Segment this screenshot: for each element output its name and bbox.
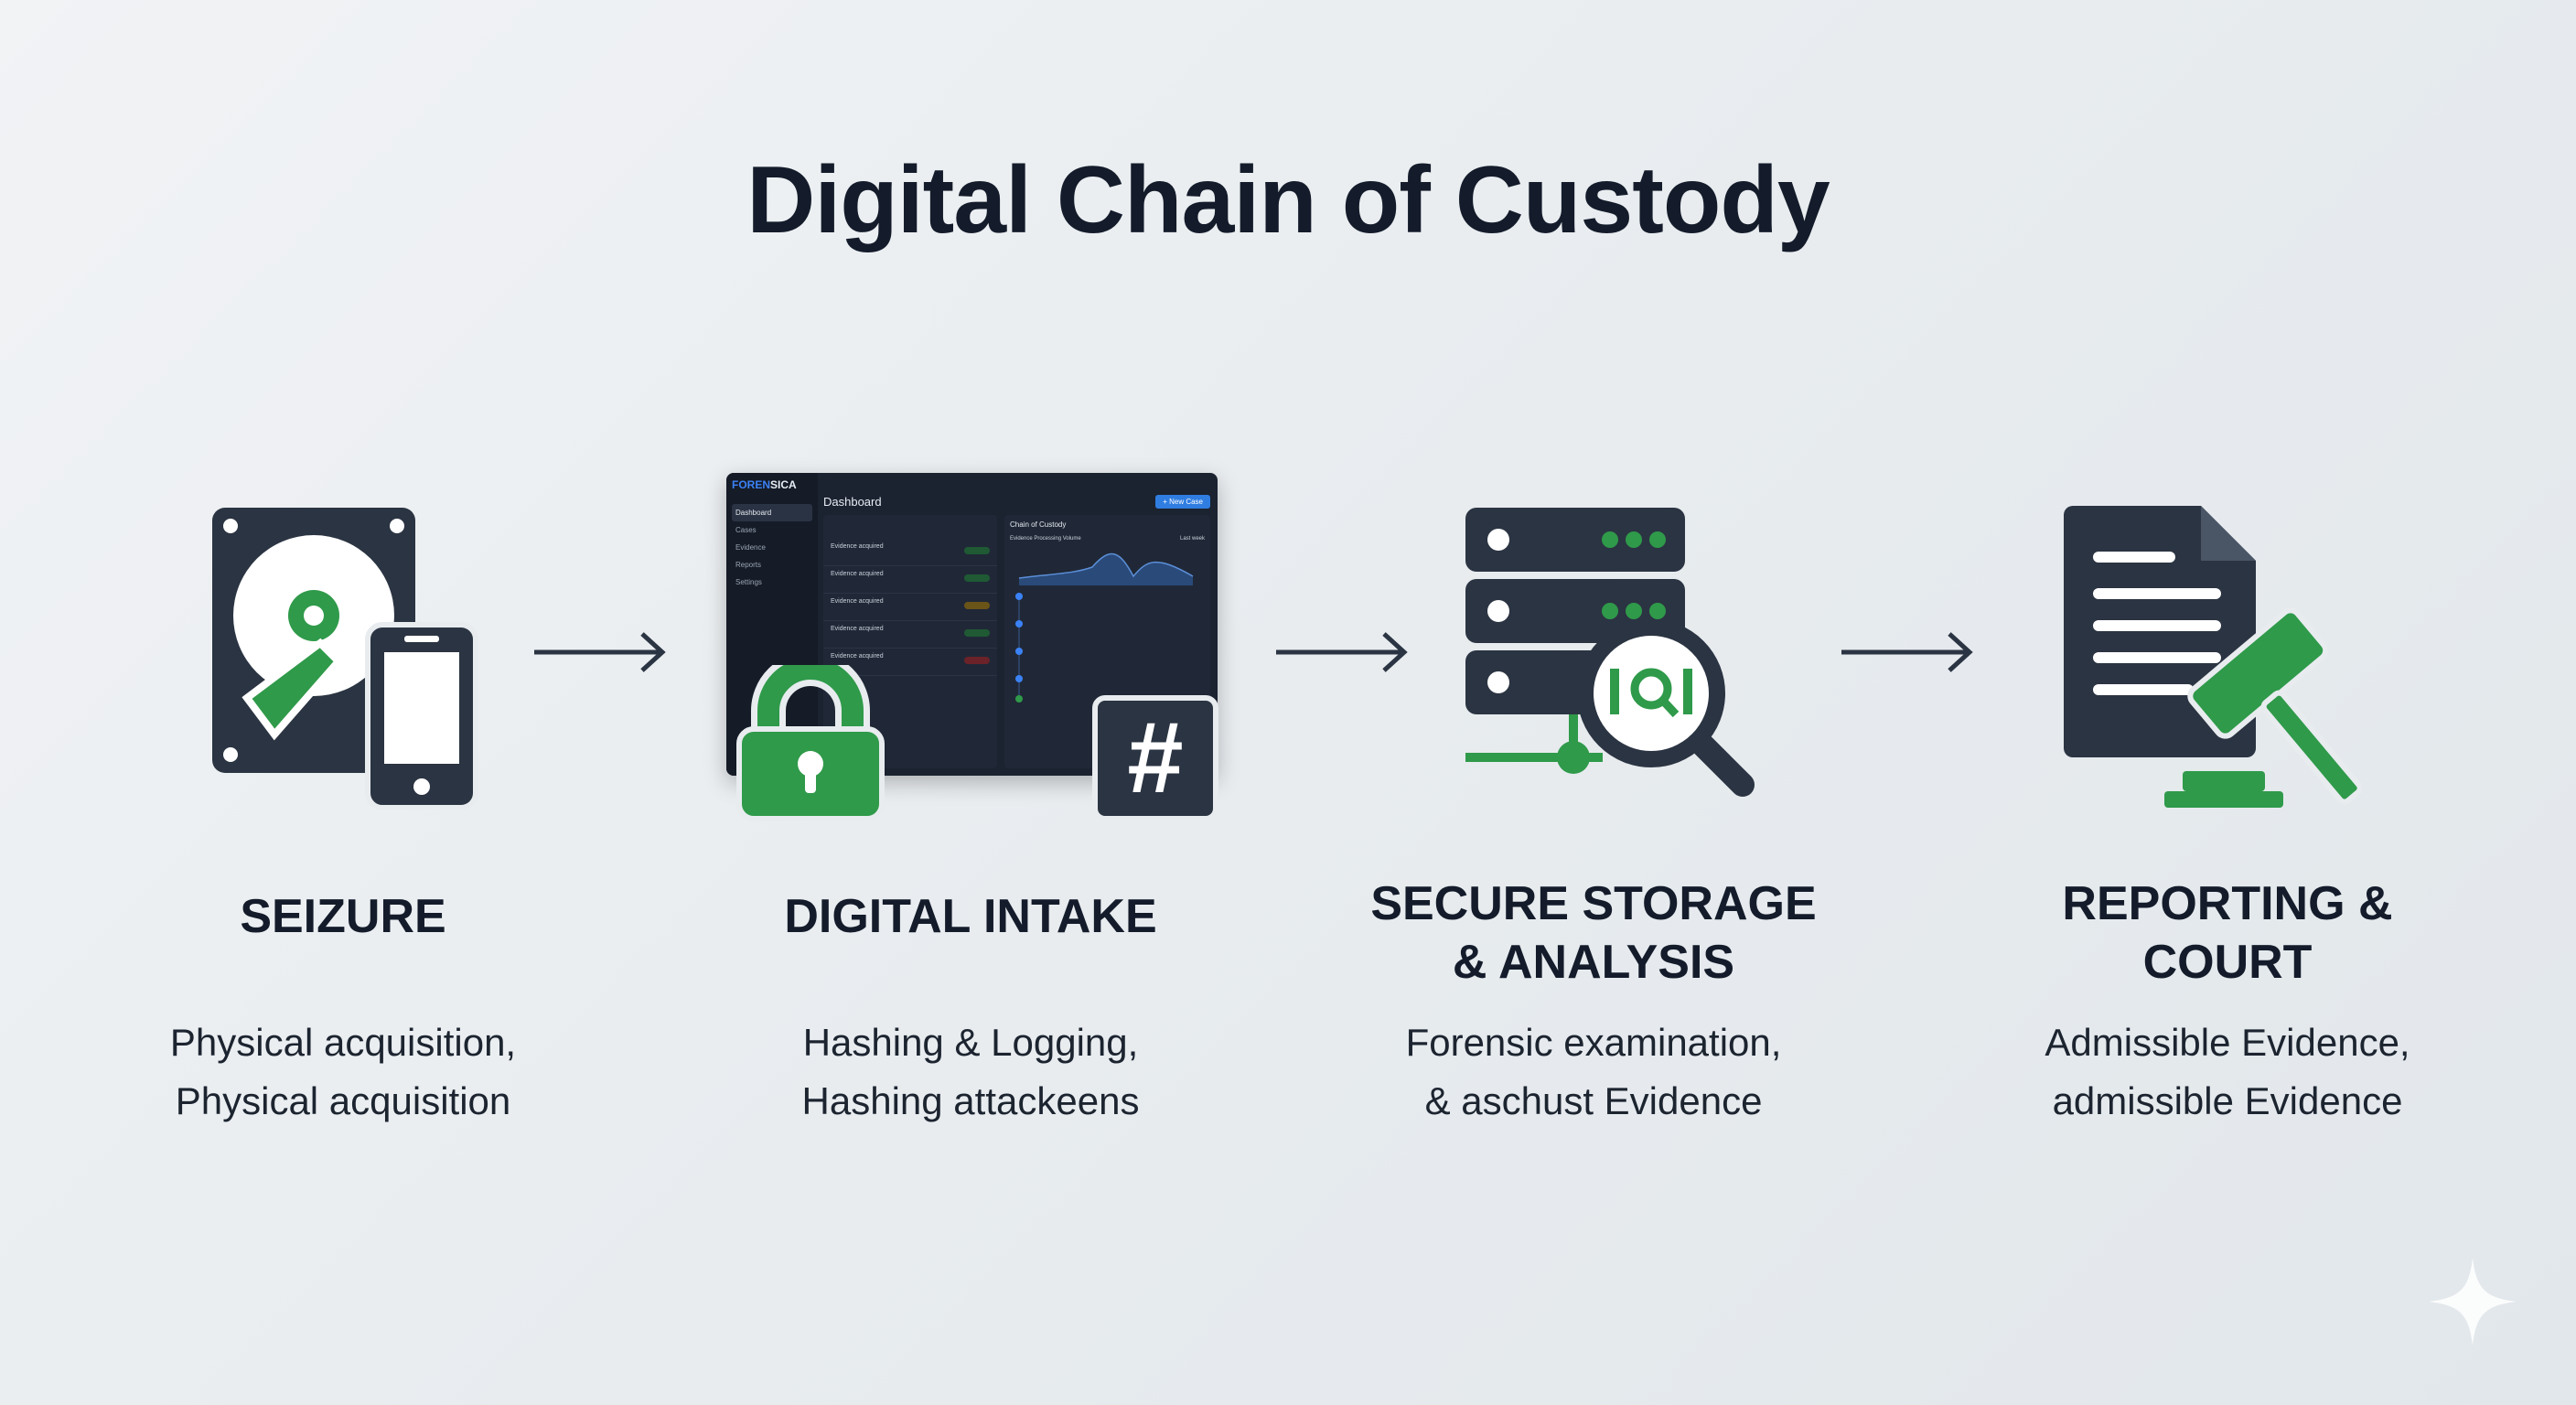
page-title: Digital Chain of Custody: [746, 147, 1830, 253]
step-seizure: SEIZURE Physical acquisition, Physical a…: [50, 887, 636, 1131]
step-desc-line: & aschust Evidence: [1424, 1079, 1763, 1122]
step-secure-storage: SECURE STORAGE & ANALYSIS Forensic exami…: [1301, 874, 1886, 1131]
arrow-right-icon: [1841, 632, 1973, 672]
sidebar-item: Reports: [735, 561, 762, 569]
sidebar-item: Cases: [735, 526, 757, 534]
dashboard-logo: FORENSICA: [732, 478, 797, 491]
server-magnifier-icon: [1465, 508, 1755, 797]
new-case-button: + New Case: [1155, 495, 1210, 509]
step-desc-line: Forensic examination,: [1405, 1021, 1782, 1064]
step-heading: & ANALYSIS: [1452, 936, 1735, 989]
step-desc-line: admissible Evidence: [2052, 1079, 2403, 1122]
arrow-right-icon: [534, 632, 666, 672]
step-digital-intake: DIGITAL INTAKE Hashing & Logging, Hashin…: [678, 887, 1263, 1131]
sidebar-item: Dashboard: [732, 504, 812, 521]
list-item: Evidence acquired: [823, 594, 997, 621]
padlock-icon: [736, 665, 885, 821]
step-heading: REPORTING &: [2062, 877, 2393, 930]
dashboard-heading: Dashboard: [823, 495, 882, 509]
step-desc-line: Physical acquisition,: [169, 1021, 517, 1064]
list-item: Evidence acquired: [823, 539, 997, 566]
timeline: [1015, 593, 1023, 702]
hard-drive-phone-icon: [212, 508, 478, 810]
arrow-right-icon: [1276, 632, 1408, 672]
hash-icon: #: [1092, 695, 1218, 821]
sidebar-item: Settings: [735, 578, 762, 586]
area-chart: [1018, 552, 1194, 585]
document-gavel-icon: [2064, 506, 2363, 808]
step-heading: SECURE STORAGE: [1370, 877, 1817, 930]
chart-title: Chain of Custody: [1010, 520, 1067, 529]
list-item: Evidence acquired: [823, 566, 997, 594]
sparkle-icon: [2429, 1258, 2517, 1346]
list-item: Evidence acquired: [823, 621, 997, 649]
step-desc-line: Physical acquisition: [175, 1079, 511, 1122]
step-desc-line: Hashing attackeens: [801, 1079, 1140, 1122]
dashboard-screenshot: FORENSICA Dashboard Cases Evidence Repor…: [726, 473, 1218, 776]
custody-chart-panel: Chain of Custody Evidence Processing Vol…: [1004, 515, 1210, 768]
step-reporting-court: REPORTING & COURT Admissible Evidence, a…: [1935, 874, 2520, 1131]
list-item: Evidence acquired: [823, 649, 997, 676]
step-heading: SEIZURE: [240, 890, 446, 943]
step-desc-line: Hashing & Logging,: [802, 1021, 1139, 1064]
sidebar-item: Evidence: [735, 543, 766, 552]
step-desc-line: Admissible Evidence,: [2045, 1021, 2410, 1064]
step-heading: DIGITAL INTAKE: [784, 890, 1157, 943]
step-heading: COURT: [2142, 936, 2313, 989]
